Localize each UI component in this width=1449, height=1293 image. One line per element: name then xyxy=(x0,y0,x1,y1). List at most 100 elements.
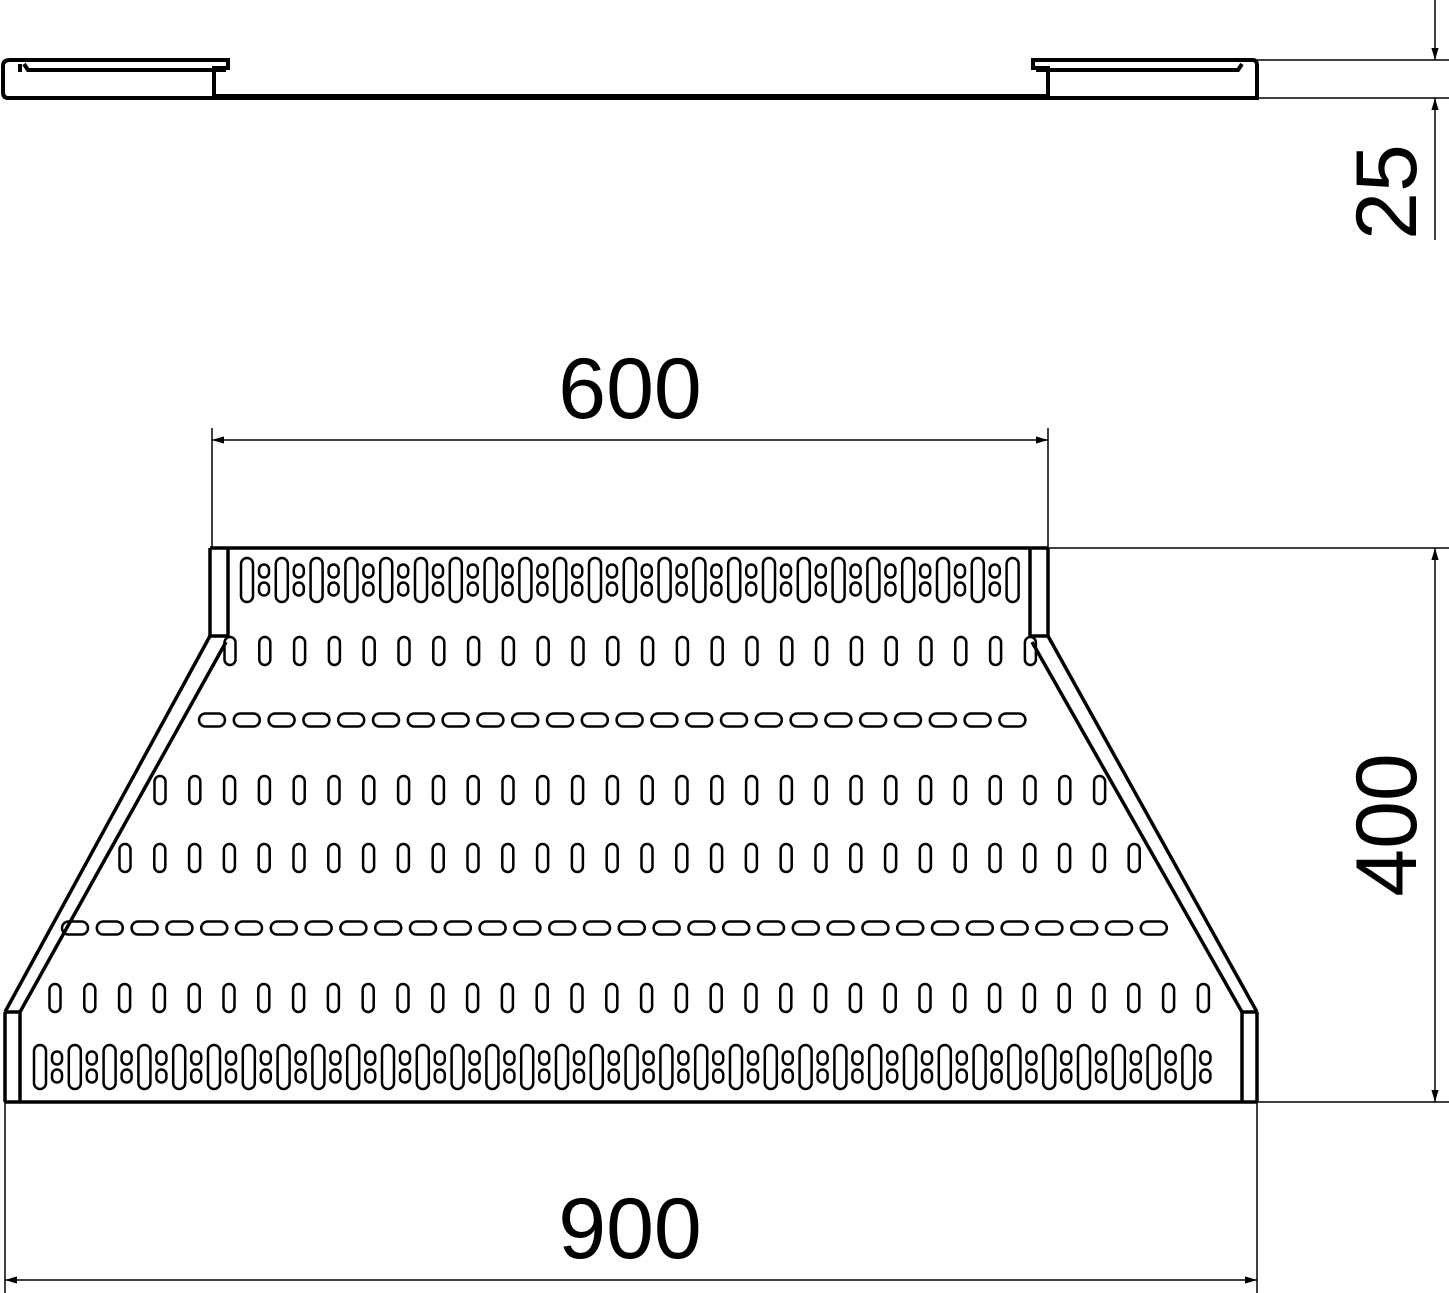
slot-hole xyxy=(953,982,967,1014)
slot-hole xyxy=(274,556,290,604)
slot-hole xyxy=(485,1043,500,1091)
side-view xyxy=(0,58,1259,100)
slot-hole xyxy=(919,635,933,667)
oval-hole xyxy=(441,712,470,728)
oval-hole xyxy=(1035,920,1064,936)
oval-hole xyxy=(893,712,923,728)
round-hole xyxy=(570,563,584,579)
slot-hole xyxy=(657,556,672,604)
slot-hole xyxy=(380,1043,396,1091)
round-hole xyxy=(327,563,340,579)
round-hole xyxy=(259,1050,273,1066)
slot-hole xyxy=(622,556,638,604)
round-hole xyxy=(431,563,445,579)
round-hole xyxy=(851,1068,864,1084)
slot-hole xyxy=(884,774,898,806)
round-hole xyxy=(920,1050,934,1066)
oval-hole xyxy=(304,920,333,936)
round-hole xyxy=(990,1050,1003,1066)
round-hole xyxy=(466,581,480,597)
slot-hole xyxy=(518,556,533,604)
oval-hole xyxy=(1139,920,1169,936)
slot-hole xyxy=(466,774,480,806)
slot-hole xyxy=(605,774,620,806)
round-hole xyxy=(746,1068,760,1084)
slot-hole xyxy=(536,774,550,806)
slot-hole xyxy=(710,774,724,806)
oval-hole xyxy=(928,712,958,728)
slot-hole xyxy=(535,842,550,874)
oval-hole xyxy=(478,920,507,936)
oval-hole xyxy=(650,712,679,728)
round-hole xyxy=(224,1068,238,1084)
round-hole xyxy=(294,1068,307,1084)
slot-hole xyxy=(605,982,619,1014)
slot-hole xyxy=(867,1043,883,1091)
oval-hole xyxy=(684,712,714,728)
oval-hole xyxy=(652,920,681,936)
slot-hole xyxy=(206,1043,222,1091)
slot-hole xyxy=(535,982,549,1014)
slot-hole xyxy=(709,842,724,874)
slot-hole xyxy=(432,635,446,667)
dimension-400: 400 xyxy=(1048,547,1449,1103)
slot-hole xyxy=(849,635,864,667)
oval-hole xyxy=(754,712,784,728)
slot-hole xyxy=(137,1043,152,1091)
oval-hole xyxy=(687,920,716,936)
oval-hole xyxy=(615,712,644,728)
round-hole xyxy=(50,1050,64,1066)
slot-hole xyxy=(396,774,411,806)
slot-hole xyxy=(796,556,812,604)
plan-view-outline xyxy=(3,546,1259,1104)
slot-hole xyxy=(291,982,306,1014)
slot-hole xyxy=(378,556,394,604)
slot-hole xyxy=(589,1043,605,1091)
slot-hole xyxy=(849,842,863,874)
slot-hole xyxy=(726,556,742,604)
slot-hole xyxy=(640,842,654,874)
slot-hole xyxy=(258,635,272,667)
round-hole xyxy=(955,1068,969,1084)
slot-hole xyxy=(1057,842,1072,874)
oval-hole xyxy=(547,920,577,936)
slot-hole xyxy=(153,842,167,874)
round-hole xyxy=(1059,1050,1073,1066)
slot-hole xyxy=(849,774,863,806)
dimension-label-900: 900 xyxy=(558,1181,702,1277)
slot-hole xyxy=(222,842,237,874)
slot-hole xyxy=(1023,635,1038,667)
slot-hole xyxy=(153,774,167,806)
slot-hole xyxy=(102,1043,117,1091)
oval-hole xyxy=(617,920,647,936)
round-hole xyxy=(572,1068,586,1084)
round-hole xyxy=(1059,1068,1073,1084)
round-hole xyxy=(779,581,793,597)
dimension-600: 600 xyxy=(211,341,1049,548)
oval-hole xyxy=(302,712,331,728)
slot-hole xyxy=(779,982,793,1014)
round-hole xyxy=(642,1068,655,1084)
slot-hole xyxy=(814,774,828,806)
slot-hole xyxy=(900,556,916,604)
round-hole xyxy=(955,1050,969,1066)
round-hole xyxy=(605,581,619,597)
round-hole xyxy=(779,563,793,579)
round-hole xyxy=(781,1068,795,1084)
slot-hole xyxy=(659,1043,674,1091)
slot-hole xyxy=(83,982,97,1014)
oval-hole xyxy=(1104,920,1134,936)
round-hole xyxy=(744,581,758,597)
slot-hole xyxy=(674,982,689,1014)
slot-hole xyxy=(276,1043,291,1091)
slot-hole xyxy=(763,1043,779,1091)
slot-hole xyxy=(570,982,584,1014)
slot-hole xyxy=(466,635,481,667)
round-hole xyxy=(189,1068,203,1084)
round-hole xyxy=(605,563,619,579)
oval-hole xyxy=(443,920,473,936)
slot-hole xyxy=(241,1043,257,1091)
slot-hole xyxy=(500,982,515,1014)
slot-hole xyxy=(675,635,690,667)
